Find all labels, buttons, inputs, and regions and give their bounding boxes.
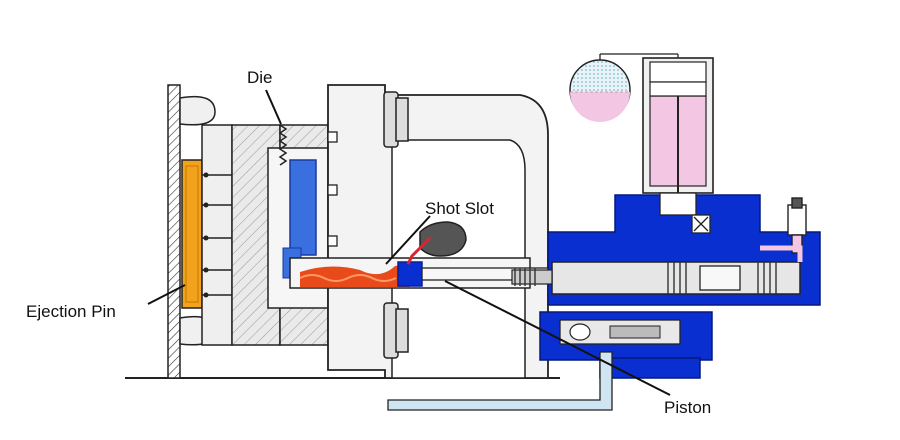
fixed-wall: [167, 84, 181, 379]
ladle-icon: [419, 221, 467, 257]
die-parting-line: [278, 124, 288, 166]
leader-lines: [147, 89, 671, 396]
piston-label: Piston: [664, 398, 711, 417]
die-label: Die: [247, 68, 273, 87]
cylinder-springs: [514, 262, 777, 294]
tie-bar-nuts: [383, 91, 409, 359]
shot-slot-label: Shot Slot: [425, 199, 494, 218]
shot-cylinder: [551, 261, 801, 295]
moving-platen: [201, 124, 233, 346]
ejection-pin-label: Ejection Pin: [26, 302, 116, 321]
piston-head: [397, 261, 423, 287]
die-cavity-metal: [289, 159, 317, 256]
drain-pipe: [387, 351, 613, 411]
control-valve: [787, 197, 807, 254]
tie-bar-top-left: [179, 95, 216, 126]
